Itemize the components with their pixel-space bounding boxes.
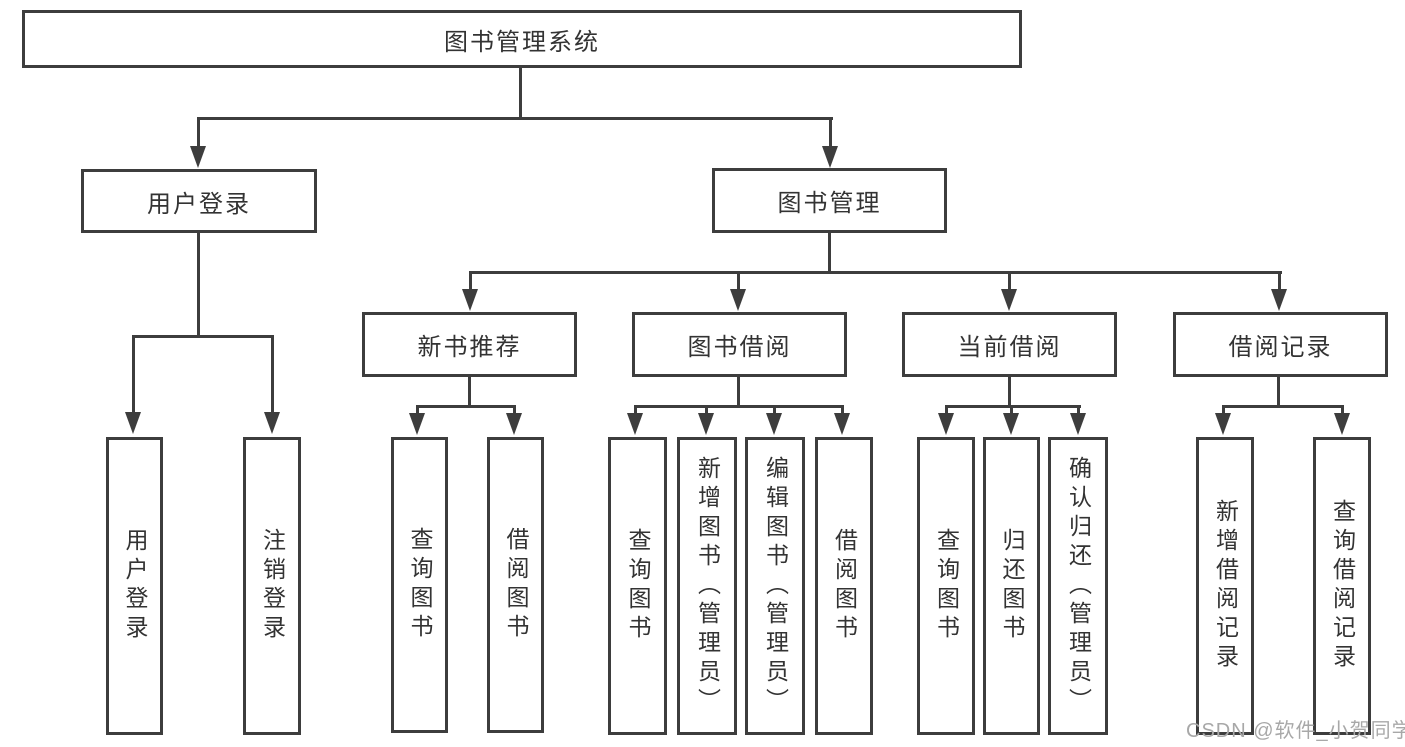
connector-line <box>1222 405 1344 408</box>
node-root-label: 图书管理系统 <box>444 28 600 56</box>
connector-line <box>416 405 419 415</box>
arrow-down-icon <box>1001 289 1017 311</box>
node-user-login-label: 用户登录 <box>147 190 251 218</box>
connector-line <box>841 405 844 415</box>
leaf-cb-confirm-return-label: 确认归还（管理员） <box>1065 455 1092 717</box>
leaf-cb-return-books-label: 归还图书 <box>999 528 1025 644</box>
arrow-down-icon <box>190 146 206 168</box>
leaf-cb-confirm-return: 确认归还（管理员） <box>1048 437 1108 735</box>
connector-line <box>416 405 516 408</box>
leaf-bb-add-books-label: 新增图书（管理员） <box>694 455 721 717</box>
leaf-br-query-record: 查询借阅记录 <box>1313 437 1371 735</box>
arrow-down-icon <box>698 413 714 435</box>
csdn-watermark: CSDN @软件_小贺同学 <box>1186 720 1405 742</box>
arrow-down-icon <box>1070 413 1086 435</box>
leaf-cb-query-books-label: 查询图书 <box>933 528 960 644</box>
leaf-bb-query-books-label: 查询图书 <box>625 528 651 644</box>
arrow-down-icon <box>409 413 425 435</box>
arrow-down-icon <box>506 413 522 435</box>
connector-line <box>271 335 274 414</box>
leaf-cb-return-books: 归还图书 <box>983 437 1040 735</box>
arrow-down-icon <box>834 413 850 435</box>
arrow-down-icon <box>1271 289 1287 311</box>
arrow-down-icon <box>1334 413 1350 435</box>
connector-line <box>1277 377 1280 408</box>
arrow-down-icon <box>766 413 782 435</box>
node-book-mgmt: 图书管理 <box>712 168 947 233</box>
leaf-bb-edit-books-label: 编辑图书（管理员） <box>762 455 789 717</box>
leaf-br-add-record-label: 新增借阅记录 <box>1212 499 1239 673</box>
node-book-borrowing-label: 图书借阅 <box>687 334 792 361</box>
leaf-rec-query-books-label: 查询图书 <box>407 527 433 643</box>
node-book-mgmt-label: 图书管理 <box>777 190 882 217</box>
node-book-borrowing: 图书借阅 <box>632 312 847 377</box>
connector-line <box>519 68 522 119</box>
leaf-br-add-record: 新增借阅记录 <box>1196 437 1254 735</box>
connector-line <box>132 335 274 338</box>
connector-line <box>1008 271 1011 291</box>
node-borrowing-records-label: 借阅记录 <box>1228 334 1333 361</box>
connector-line <box>1341 405 1344 415</box>
node-new-book-rec-label: 新书推荐 <box>417 334 522 361</box>
arrow-down-icon <box>1215 413 1231 435</box>
connector-line <box>945 405 948 415</box>
node-current-borrowing: 当前借阅 <box>902 312 1117 377</box>
connector-line <box>469 271 472 291</box>
leaf-rec-borrow-books-label: 借阅图书 <box>503 527 529 643</box>
arrow-down-icon <box>627 413 643 435</box>
connector-line <box>132 335 135 414</box>
connector-line <box>197 233 200 338</box>
connector-line <box>737 377 740 408</box>
node-borrowing-records: 借阅记录 <box>1173 312 1388 377</box>
connector-line <box>829 117 832 148</box>
leaf-bb-add-books: 新增图书（管理员） <box>677 437 737 735</box>
arrow-down-icon <box>125 412 141 434</box>
connector-line <box>1278 271 1281 291</box>
connector-line <box>468 377 471 408</box>
leaf-rec-borrow-books: 借阅图书 <box>487 437 544 733</box>
leaf-logout-label: 注销登录 <box>259 528 286 644</box>
leaf-bb-query-books: 查询图书 <box>608 437 667 735</box>
leaf-cb-query-books: 查询图书 <box>917 437 975 735</box>
connector-line <box>634 405 637 415</box>
connector-line <box>945 405 1081 408</box>
connector-line <box>705 405 708 415</box>
leaf-bb-edit-books: 编辑图书（管理员） <box>745 437 805 735</box>
leaf-logout: 注销登录 <box>243 437 301 735</box>
node-user-login: 用户登录 <box>81 169 317 233</box>
connector-line <box>634 405 844 408</box>
leaf-bb-borrow-books-label: 借阅图书 <box>831 528 858 644</box>
arrow-down-icon <box>730 289 746 311</box>
arrow-down-icon <box>938 413 954 435</box>
arrow-down-icon <box>1003 413 1019 435</box>
connector-line <box>1008 377 1011 408</box>
connector-line <box>1077 405 1080 415</box>
leaf-rec-query-books: 查询图书 <box>391 437 448 733</box>
connector-line <box>1222 405 1225 415</box>
connector-line <box>773 405 776 415</box>
leaf-user-login: 用户登录 <box>106 437 163 735</box>
node-new-book-rec: 新书推荐 <box>362 312 577 377</box>
arrow-down-icon <box>822 146 838 168</box>
connector-line <box>469 271 1282 274</box>
arrow-down-icon <box>264 412 280 434</box>
connector-line <box>513 405 516 415</box>
node-root: 图书管理系统 <box>22 10 1022 68</box>
connector-line <box>197 117 200 148</box>
leaf-br-query-record-label: 查询借阅记录 <box>1329 499 1356 673</box>
connector-line <box>828 233 831 274</box>
connector-line <box>197 117 833 120</box>
leaf-user-login-label: 用户登录 <box>122 528 148 644</box>
node-current-borrowing-label: 当前借阅 <box>957 334 1062 361</box>
connector-line <box>737 271 740 291</box>
leaf-bb-borrow-books: 借阅图书 <box>815 437 873 735</box>
connector-line <box>1010 405 1013 415</box>
arrow-down-icon <box>462 289 478 311</box>
